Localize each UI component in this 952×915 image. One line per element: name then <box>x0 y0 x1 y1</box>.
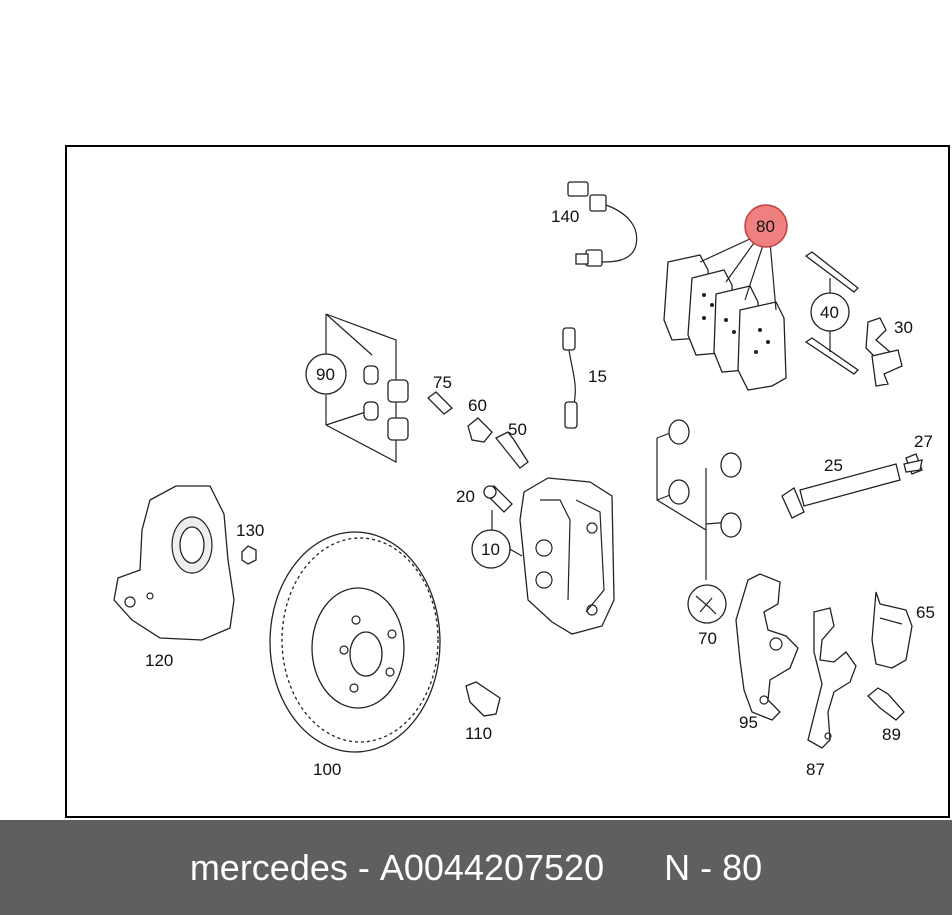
part-70-seal-kit[interactable] <box>656 419 742 580</box>
part-95-bracket[interactable] <box>735 573 799 721</box>
label-89: 89 <box>882 725 901 744</box>
label-60: 60 <box>468 396 487 415</box>
part-87-backing-plate[interactable] <box>807 607 857 749</box>
part-15-brake-hose[interactable] <box>562 327 578 429</box>
label-100: 100 <box>313 760 341 779</box>
footer-part-code: A0044207520 <box>379 846 605 888</box>
label-80: 80 <box>756 217 775 236</box>
part-120-splash-shield[interactable] <box>113 485 235 641</box>
label-25: 25 <box>824 456 843 475</box>
label-70: 70 <box>698 629 717 648</box>
part-60-cap[interactable] <box>467 417 493 443</box>
part-140-wear-sensor[interactable] <box>567 181 638 267</box>
part-40-guide-pins[interactable] <box>804 251 860 375</box>
label-20: 20 <box>456 487 475 506</box>
part-90-repair-kit[interactable] <box>325 313 409 463</box>
label-50: 50 <box>508 420 527 439</box>
label-65: 65 <box>916 603 935 622</box>
callout-10 <box>471 529 511 569</box>
part-50-bleed-screw[interactable] <box>494 431 529 469</box>
parts-diagram: 140 80 40 30 90 <box>113 181 935 779</box>
footer-brand: mercedes <box>189 846 348 888</box>
label-120: 120 <box>145 651 173 670</box>
part-80-brake-pads[interactable] <box>663 237 787 391</box>
part-25-guide-bolt[interactable] <box>781 463 901 519</box>
label-87: 87 <box>806 760 825 779</box>
footer-gap <box>604 847 664 889</box>
part-27-bolt[interactable] <box>903 453 923 475</box>
part-100-brake-disc[interactable] <box>269 531 441 753</box>
diagram-frame <box>65 145 950 818</box>
callout-90 <box>305 353 347 395</box>
part-20-bolt[interactable] <box>482 485 513 513</box>
part-30-spring-clip[interactable] <box>865 317 903 387</box>
part-89-bolt[interactable] <box>867 687 905 721</box>
label-40: 40 <box>820 303 839 322</box>
label-75: 75 <box>433 373 452 392</box>
part-130-nut[interactable] <box>241 545 257 565</box>
label-30: 30 <box>894 318 913 337</box>
label-140: 140 <box>551 207 579 226</box>
label-95: 95 <box>739 713 758 732</box>
label-27: 27 <box>914 432 933 451</box>
part-65-pad-support[interactable] <box>871 591 913 669</box>
callout-80-highlight[interactable] <box>744 204 788 248</box>
footer-position-label: N - 80 <box>664 846 763 888</box>
footer-separator: - <box>347 846 380 888</box>
label-10: 10 <box>481 540 500 559</box>
label-130: 130 <box>236 521 264 540</box>
part-10-brake-caliper[interactable] <box>491 477 615 635</box>
footer-bar: mercedes - A0044207520 N - 80 <box>0 820 952 915</box>
part-75-bleed-cap[interactable] <box>427 391 453 415</box>
label-110: 110 <box>465 724 492 743</box>
wrench-icon <box>695 595 717 615</box>
part-110-screw[interactable] <box>465 681 501 717</box>
label-15: 15 <box>588 367 607 386</box>
label-90: 90 <box>316 365 335 384</box>
callout-40 <box>810 292 850 332</box>
